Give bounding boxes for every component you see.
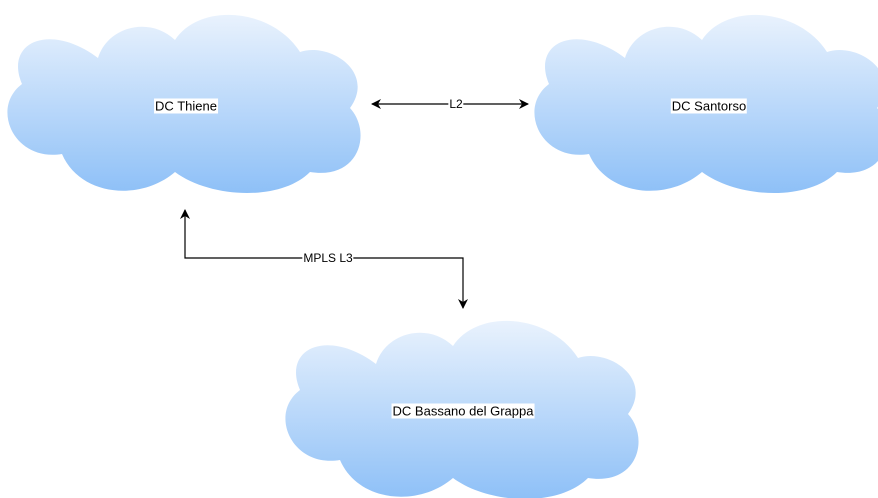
node-label-dc-santorso: DC Santorso: [670, 98, 748, 114]
node-label-dc-thiene: DC Thiene: [154, 98, 218, 114]
edge-label-mpls-l3: MPLS L3: [302, 251, 354, 265]
edge-label-l2: L2: [448, 97, 464, 111]
node-label-dc-bassano: DC Bassano del Grappa: [391, 403, 535, 419]
